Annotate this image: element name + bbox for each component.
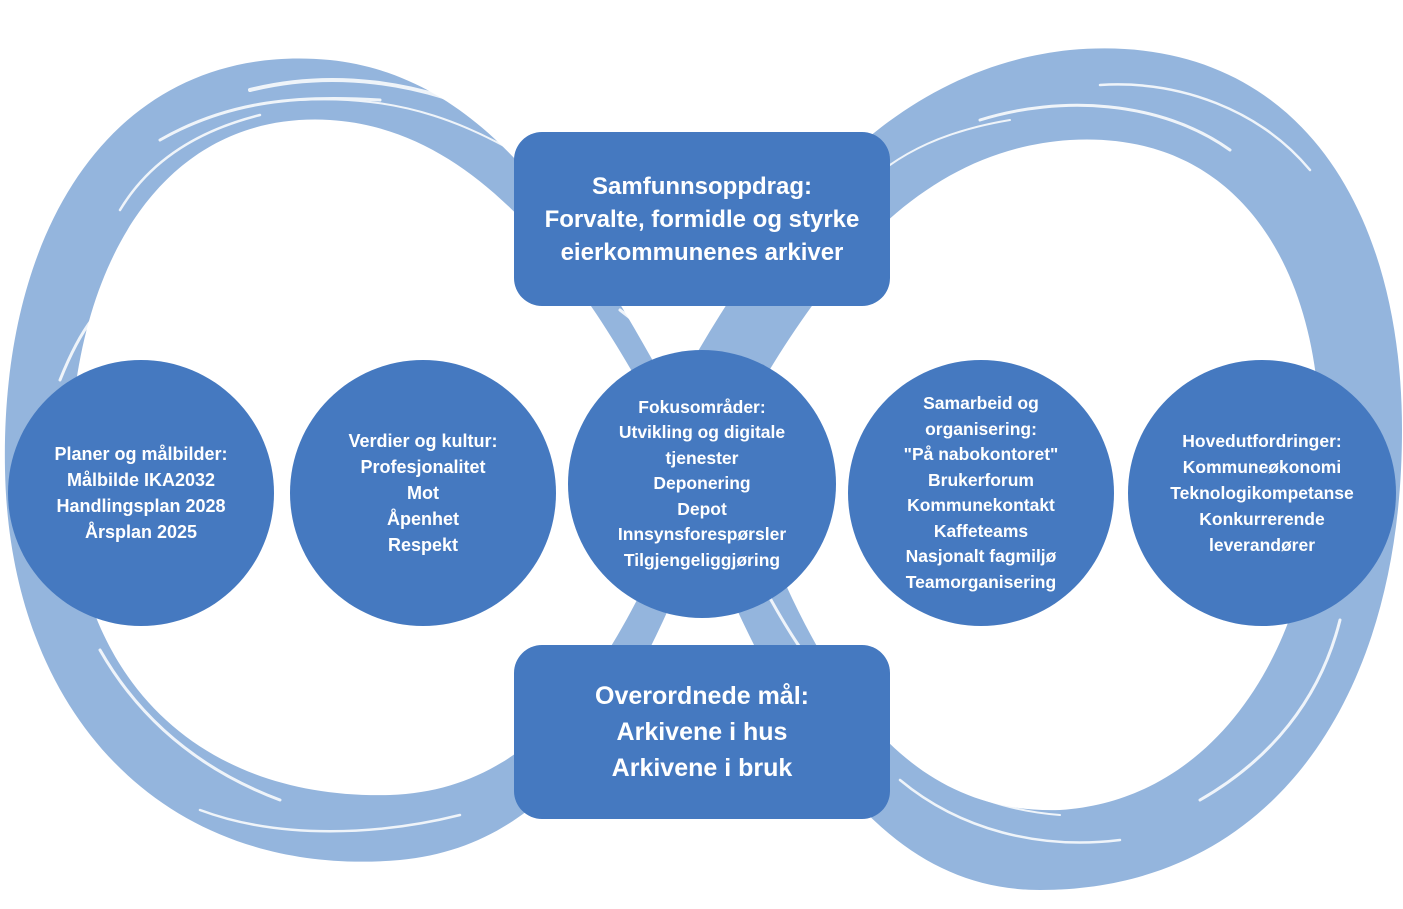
focus-item: Deponering (653, 473, 751, 494)
values-item: Respekt (387, 535, 459, 555)
challenges-item: Teknologikompetanse (1170, 483, 1354, 503)
mission-line-2: eierkommunenes arkiver (560, 238, 844, 266)
goals-title: Overordnede mål: (595, 682, 809, 710)
focus-title: Fokusområder: (638, 396, 766, 417)
focus-item: Tilgjengeliggjøring (623, 549, 781, 570)
goals-box: Overordnede mål: Arkivene i hus Arkivene… (514, 645, 890, 819)
mission-box: Samfunnsoppdrag: Forvalte, formidle og s… (514, 132, 890, 306)
values-circle: Verdier og kultur: Profesjonalitet Mot Å… (290, 360, 556, 626)
collaboration-item: Teamorganisering (905, 571, 1057, 592)
collaboration-circle: Samarbeid og organisering: "På nabokonto… (848, 360, 1114, 626)
challenges-item: Kommuneøkonomi (1182, 457, 1342, 477)
plans-item: Målbilde IKA2032 (66, 470, 216, 490)
focus-areas-circle: Fokusområder: Utvikling og digitale tjen… (568, 350, 836, 618)
goals-line-1: Arkivene i hus (616, 718, 788, 746)
challenges-title: Hovedutfordringer: (1182, 431, 1342, 451)
challenges-item: Konkurrerende (1199, 509, 1325, 529)
plans-circle: Planer og målbilder: Målbilde IKA2032 Ha… (8, 360, 274, 626)
focus-item: Depot (677, 498, 727, 519)
focus-item: tjenester (665, 447, 739, 468)
collaboration-item: "På nabokontoret" (903, 444, 1059, 464)
mission-title: Samfunnsoppdrag: (592, 172, 812, 200)
focus-item: Innsynsforespørsler (617, 524, 787, 545)
values-item: Mot (407, 483, 439, 503)
focus-item: Utvikling og digitale (618, 422, 786, 443)
collaboration-item: Kaffeteams (933, 520, 1029, 541)
values-title: Verdier og kultur: (348, 431, 498, 451)
collaboration-title: Samarbeid og (923, 393, 1039, 413)
collaboration-title: organisering: (925, 418, 1037, 439)
collaboration-item: Brukerforum (928, 469, 1034, 490)
goals-line-2: Arkivene i bruk (611, 754, 793, 782)
plans-title: Planer og målbilder: (54, 444, 228, 464)
challenges-circle: Hovedutfordringer: Kommuneøkonomi Teknol… (1128, 360, 1396, 626)
challenges-item: leverandører (1208, 535, 1316, 555)
plans-item: Årsplan 2025 (84, 522, 198, 542)
collaboration-item: Nasjonalt fagmiljø (905, 546, 1057, 566)
values-item: Profesjonalitet (360, 457, 486, 477)
values-item: Åpenhet (387, 509, 459, 529)
collaboration-item: Kommunekontakt (907, 495, 1055, 515)
plans-item: Handlingsplan 2028 (56, 496, 226, 516)
mission-line-1: Forvalte, formidle og styrke (544, 205, 860, 233)
